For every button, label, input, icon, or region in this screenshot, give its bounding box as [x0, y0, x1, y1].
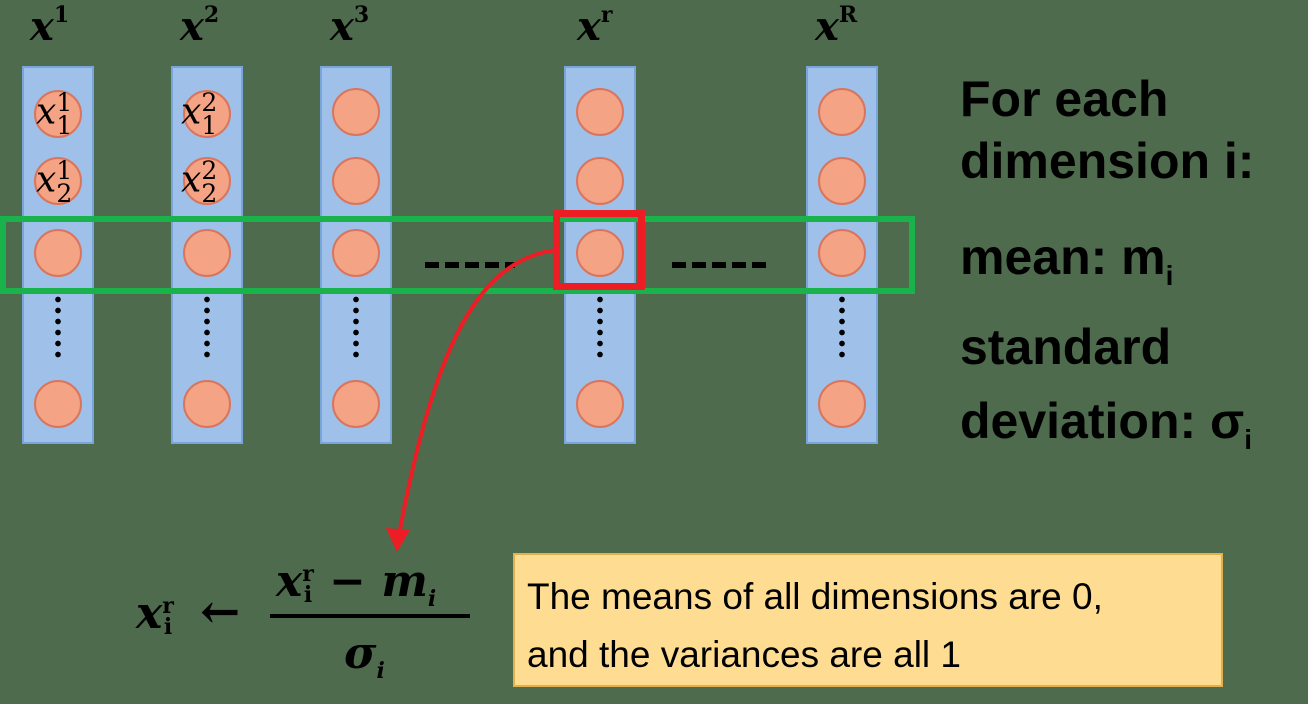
selected-element-highlight — [553, 210, 645, 290]
side-text-deviation: deviation: σi — [960, 393, 1253, 455]
side-text-line2: dimension i: — [960, 133, 1255, 189]
node-circle-icon — [34, 229, 82, 277]
column-label-3: x3 — [330, 2, 370, 50]
vertical-ellipsis-icon — [353, 294, 359, 360]
side-text-line4: standard — [960, 319, 1172, 375]
node-circle-icon — [576, 229, 624, 277]
node-circle-icon — [818, 380, 866, 428]
column-label-2: x2 — [180, 2, 220, 50]
vertical-ellipsis-icon — [204, 294, 210, 360]
node-circle-icon — [818, 229, 866, 277]
node-circle-icon — [183, 157, 231, 205]
column-label-r: xr — [577, 2, 613, 50]
node-circle-icon — [818, 157, 866, 205]
note-line2: and the variances are all 1 — [527, 634, 961, 675]
node-circle-icon — [183, 90, 231, 138]
dimension-row-highlight — [0, 216, 915, 294]
note-box: The means of all dimensions are 0, and t… — [513, 553, 1223, 687]
node-circle-icon — [34, 157, 82, 205]
node-circle-icon — [818, 88, 866, 136]
node-circle-icon — [34, 380, 82, 428]
node-circle-icon — [332, 229, 380, 277]
node-circle-icon — [332, 380, 380, 428]
formula-fraction-bar — [270, 614, 470, 618]
horizontal-ellipsis-icon — [425, 262, 515, 268]
horizontal-ellipsis-icon — [672, 262, 772, 268]
node-circle-icon — [332, 88, 380, 136]
vertical-ellipsis-icon — [55, 294, 61, 360]
vertical-ellipsis-icon — [839, 294, 845, 360]
side-text-line1: For each — [960, 71, 1169, 127]
side-text-mean: mean: mi — [960, 229, 1174, 291]
vertical-ellipsis-icon — [597, 294, 603, 360]
node-circle-icon — [576, 380, 624, 428]
column-label-1: x1 — [30, 2, 70, 50]
node-circle-icon — [332, 157, 380, 205]
node-circle-icon — [34, 90, 82, 138]
node-circle-icon — [576, 88, 624, 136]
formula-arrow: ← — [200, 584, 241, 640]
note-line1: The means of all dimensions are 0, — [527, 576, 1103, 617]
column-label-R: xR — [815, 2, 858, 50]
node-circle-icon — [183, 229, 231, 277]
formula-denominator: σi — [344, 628, 385, 684]
node-circle-icon — [183, 380, 231, 428]
node-circle-icon — [576, 157, 624, 205]
